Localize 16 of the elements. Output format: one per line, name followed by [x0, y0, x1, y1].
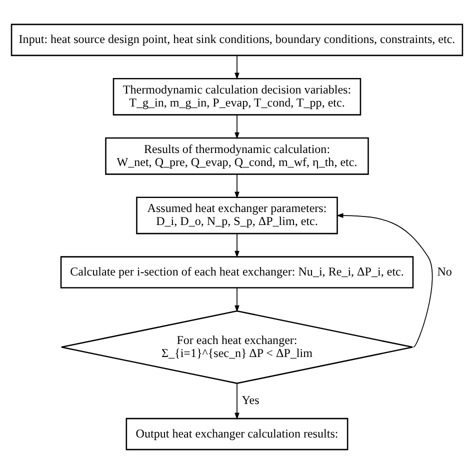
node-box: Calculate per i-section of each heat exchanger: Nu_i, Re_i, ΔP_i, etc.	[60, 256, 414, 288]
edge-label: Yes	[242, 393, 260, 408]
arrow	[234, 55, 240, 80]
arrow	[234, 174, 240, 199]
node-box: Output heat exchanger calculation results:	[126, 418, 348, 450]
arrow	[234, 382, 240, 420]
node-diamond: For each heat exchanger: Σ_{i=1}^{sec_n} ΔP < ΔP_lim	[60, 310, 414, 384]
arrow	[234, 288, 240, 312]
arrow	[336, 213, 433, 348]
edge-label: No	[437, 264, 452, 278]
arrow	[234, 233, 240, 258]
node-box: Results of thermodynamic calculation: W_net, Q_pre, Q_evap, Q_cond, m_wf, η_th, etc.	[105, 137, 369, 175]
node-box: Assumed heat exchanger parameters: D_i, D_o, N_p, S_p, ΔP_lim, etc.	[136, 196, 338, 234]
node-box: Thermodynamic calculation decision variables: T_g_in, m_g_in, P_evap, T_cond, T_pp, etc.	[112, 78, 362, 116]
node-box: Input: heat source design point, heat sink conditions, boundary conditions, constraints, etc.	[10, 24, 464, 56]
arrow	[234, 114, 240, 140]
